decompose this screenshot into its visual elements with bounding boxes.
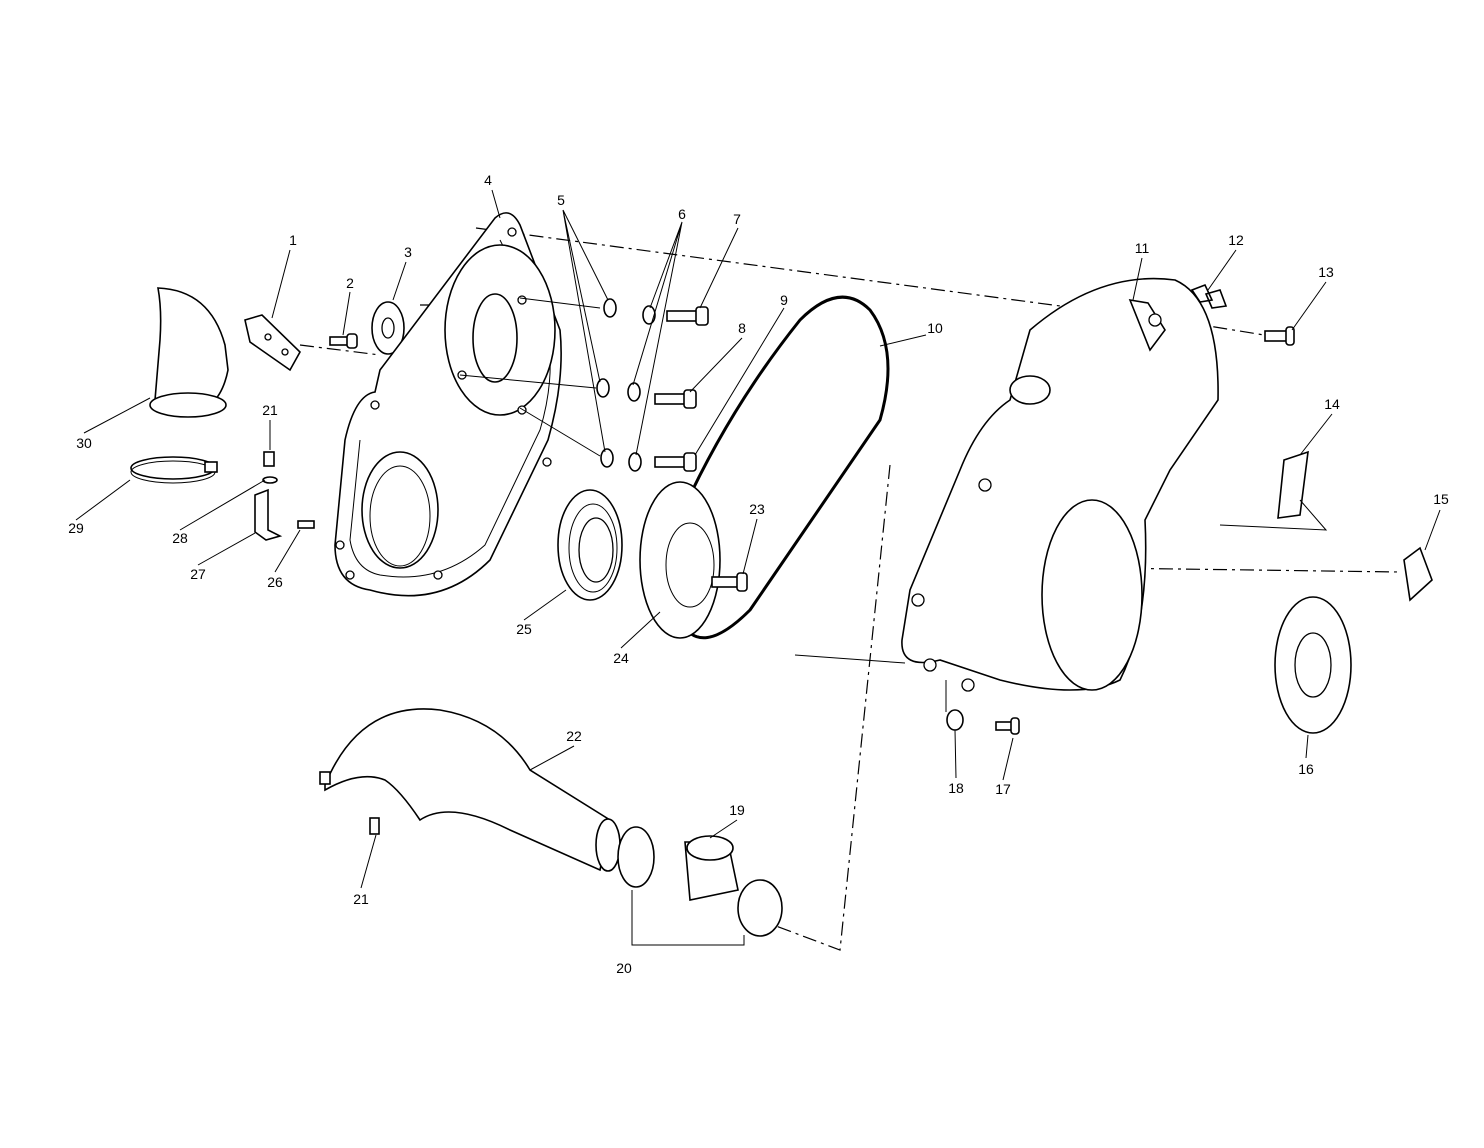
callout-21-lower: 21 xyxy=(353,891,369,907)
callout-27: 27 xyxy=(190,566,206,582)
callout-24: 24 xyxy=(613,650,629,666)
callout-12: 12 xyxy=(1228,232,1244,248)
callout-17: 17 xyxy=(995,781,1011,797)
parts-7-8-9-bolts xyxy=(459,297,709,472)
callout-19: 19 xyxy=(729,802,745,818)
alignment-lines xyxy=(299,227,1401,951)
callout-29: 29 xyxy=(68,520,84,536)
parts-12-to-18 xyxy=(794,283,1433,735)
part-11-outer-cover xyxy=(901,277,1219,692)
callout-23: 23 xyxy=(749,501,765,517)
parts-21-26-27-28-mount xyxy=(254,451,315,541)
part-25-seal xyxy=(557,489,623,601)
part-29-clamp xyxy=(130,456,218,484)
callout-7: 7 xyxy=(733,211,741,227)
callout-14: 14 xyxy=(1324,396,1340,412)
leader-lines xyxy=(75,189,1441,889)
part-3-washer xyxy=(371,301,405,355)
callout-4: 4 xyxy=(484,172,492,188)
callout-13: 13 xyxy=(1318,264,1334,280)
callout-8: 8 xyxy=(738,320,746,336)
callout-11: 11 xyxy=(1135,240,1150,256)
part-23-bolt xyxy=(711,572,748,592)
callout-22: 22 xyxy=(566,728,582,744)
callout-6: 6 xyxy=(678,206,686,222)
parts-19-20-boot-clamps xyxy=(617,826,783,946)
callout-20: 20 xyxy=(616,960,632,976)
callout-15: 15 xyxy=(1433,491,1449,507)
callout-3: 3 xyxy=(404,244,412,260)
part-30-elbow-duct xyxy=(149,287,229,418)
callout-25: 25 xyxy=(516,621,532,637)
part-1-bracket xyxy=(244,314,301,372)
part-22-intake-duct xyxy=(319,708,621,872)
callout-26: 26 xyxy=(267,574,283,590)
callout-10: 10 xyxy=(927,320,943,336)
part-4-inner-cover xyxy=(334,212,562,597)
part-24-bearing-cup xyxy=(639,481,721,639)
callout-5: 5 xyxy=(557,192,565,208)
callout-1: 1 xyxy=(289,232,297,248)
callout-18: 18 xyxy=(948,780,964,796)
parts-5-6-washers xyxy=(596,298,656,472)
callout-21-upper: 21 xyxy=(262,402,278,418)
callout-30: 30 xyxy=(76,435,92,451)
callout-2: 2 xyxy=(346,275,354,291)
callout-9: 9 xyxy=(780,292,788,308)
callout-16: 16 xyxy=(1298,761,1314,777)
part-2-screw xyxy=(329,333,358,349)
callout-labels: 1 2 3 4 5 6 7 8 9 10 11 12 13 14 15 16 1… xyxy=(68,172,1449,976)
callout-28: 28 xyxy=(172,530,188,546)
